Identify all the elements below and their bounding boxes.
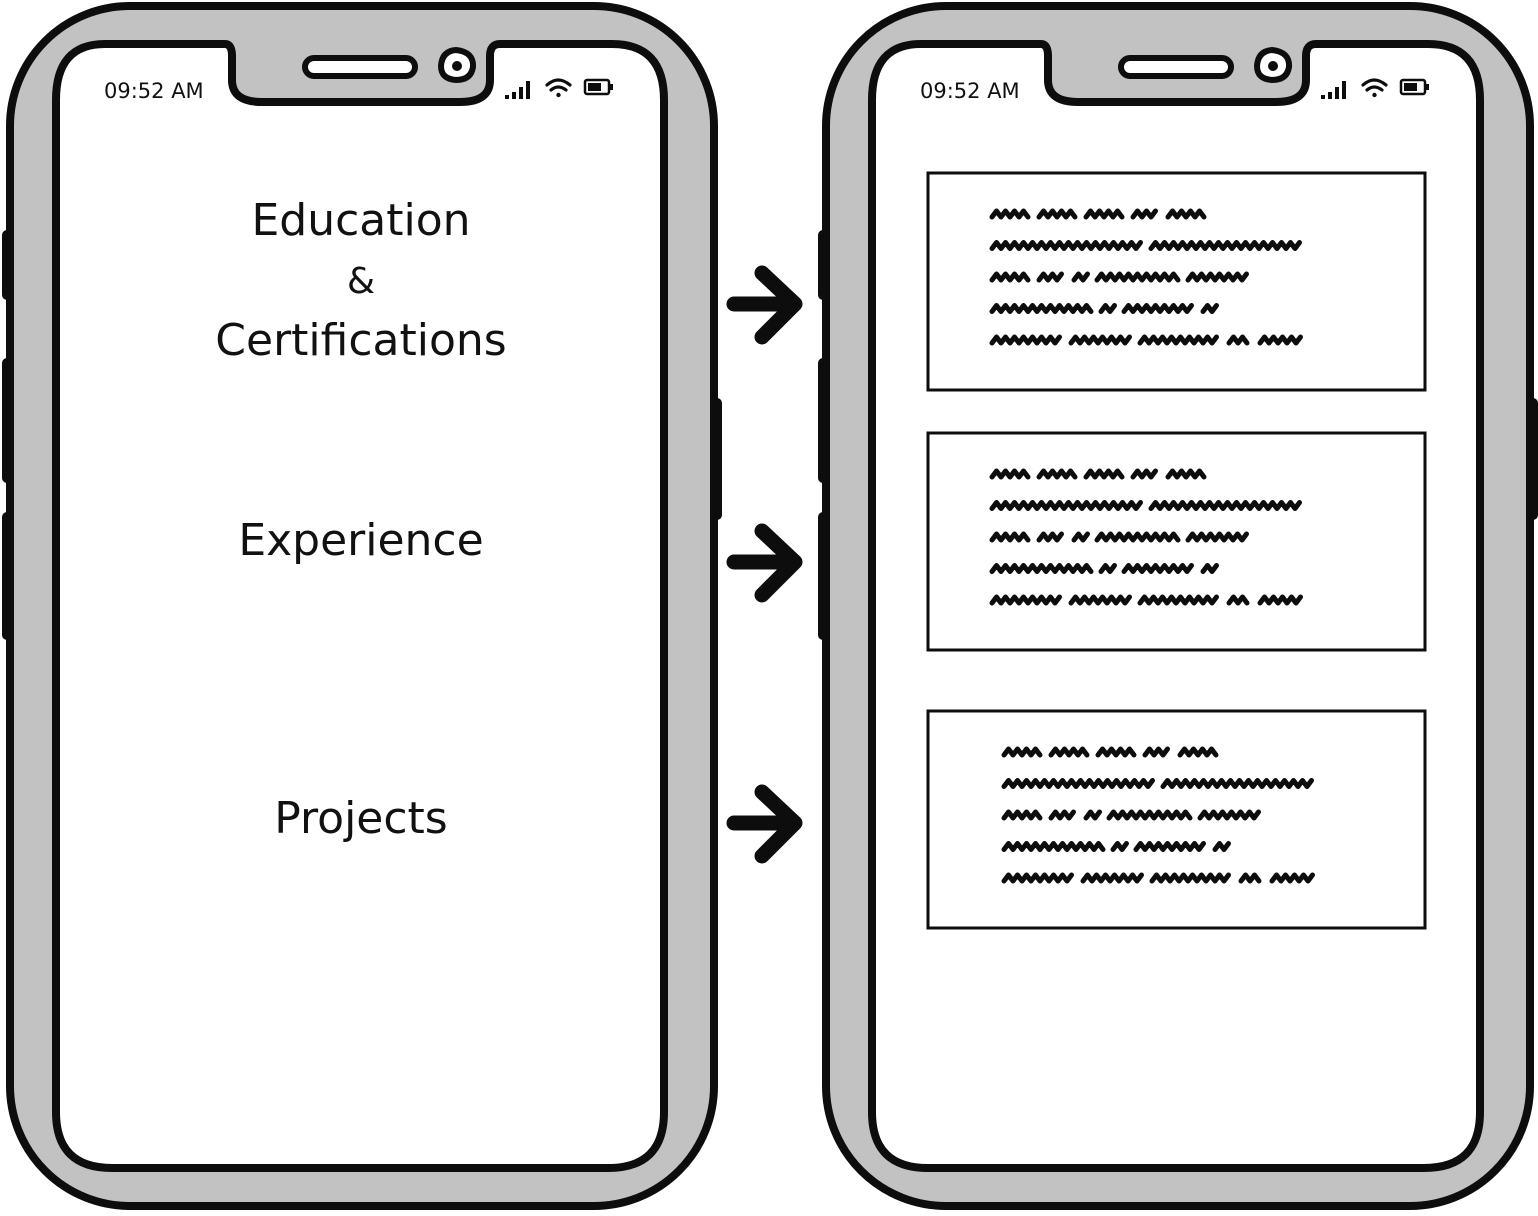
- scribble-word: [1177, 746, 1219, 758]
- scribble-word: [1048, 809, 1076, 821]
- scribble-word: [1197, 809, 1261, 821]
- scribble-word: [1110, 841, 1129, 852]
- scribble-word: [989, 594, 1062, 606]
- content-card-2[interactable]: [926, 431, 1427, 652]
- scribble-word: [1001, 841, 1106, 852]
- menu-label: Certifications: [215, 315, 506, 366]
- speaker-grille: [302, 55, 418, 79]
- scribble-word: [1036, 468, 1078, 480]
- signal-icon: [1321, 81, 1346, 99]
- scribble-word: [1083, 468, 1125, 480]
- flow-arrows: [726, 265, 803, 864]
- menu-item-education[interactable]: Education & Certifications: [215, 195, 506, 366]
- scribble-word: [1048, 746, 1090, 758]
- scribble-word: [1238, 872, 1262, 884]
- scribble-word: [1083, 809, 1102, 821]
- wifi-icon: [545, 78, 572, 98]
- scribble-word: [1068, 594, 1132, 606]
- card-box: [926, 709, 1427, 930]
- status-time: 09:52 AM: [104, 79, 204, 103]
- scribble-word: [1165, 468, 1207, 480]
- scribble-word: [1200, 303, 1219, 314]
- scribble-word: [989, 468, 1031, 480]
- scribble-word: [1080, 872, 1144, 884]
- placeholder-text: [989, 468, 1303, 606]
- scribble-word: [1137, 594, 1219, 606]
- scribble-word: [1121, 563, 1194, 574]
- scribble-word: [1095, 746, 1137, 758]
- wifi-icon: [1361, 78, 1388, 98]
- scribble-word: [1071, 271, 1090, 283]
- camera-lens: [1268, 61, 1278, 71]
- scribble-word: [1212, 841, 1231, 852]
- scribble-word: [1121, 303, 1194, 314]
- scribble-word: [1098, 563, 1117, 574]
- menu-item-experience[interactable]: Experience: [238, 515, 483, 566]
- content-card-1[interactable]: [926, 171, 1427, 392]
- scribble-word: [1098, 303, 1117, 314]
- phone-right: 09:52 AM: [818, 2, 1538, 1210]
- menu-label: Experience: [238, 515, 483, 566]
- arrow-right-icon: [726, 784, 803, 864]
- scribble-word: [1068, 334, 1132, 346]
- scribble-word: [1269, 872, 1315, 884]
- scribble-word: [1160, 778, 1314, 789]
- scribble-word: [989, 334, 1062, 346]
- scribble-word: [1036, 531, 1064, 543]
- scribble-word: [1094, 531, 1181, 543]
- speaker-grille: [1118, 55, 1234, 79]
- scribble-word: [1071, 531, 1090, 543]
- scribble-word: [1185, 271, 1249, 283]
- scribble-word: [989, 563, 1094, 574]
- status-time: 09:52 AM: [920, 79, 1020, 103]
- scribble-word: [1036, 208, 1078, 220]
- scribble-word: [989, 531, 1031, 543]
- phone-screen: [52, 40, 668, 1172]
- scribble-word: [989, 500, 1143, 511]
- phone-left: 09:52 AM Education & Certifications Expe…: [2, 2, 722, 1210]
- scribble-word: [1001, 872, 1074, 884]
- scribble-word: [1001, 746, 1043, 758]
- scribble-word: [1185, 531, 1249, 543]
- arrow-right-icon: [726, 523, 803, 603]
- scribble-word: [1106, 809, 1193, 821]
- scribble-word: [1200, 563, 1219, 574]
- scribble-word: [1137, 334, 1219, 346]
- scribble-word: [989, 208, 1031, 220]
- scribble-word: [1083, 208, 1125, 220]
- battery-icon: [583, 78, 613, 96]
- scribble-word: [1149, 872, 1231, 884]
- placeholder-text: [989, 208, 1303, 346]
- scribble-word: [1036, 271, 1064, 283]
- scribble-word: [1226, 594, 1250, 606]
- scribble-word: [1130, 468, 1158, 480]
- signal-icon: [505, 81, 530, 99]
- scribble-word: [1226, 334, 1250, 346]
- scribble-word: [1165, 208, 1207, 220]
- scribble-word: [989, 271, 1031, 283]
- menu-label: Education: [251, 195, 470, 246]
- scribble-word: [1148, 240, 1302, 251]
- scribble-word: [1133, 841, 1206, 852]
- scribble-word: [989, 303, 1094, 314]
- scribble-word: [1148, 500, 1302, 511]
- scribble-word: [1094, 271, 1181, 283]
- menu-item-projects[interactable]: Projects: [274, 793, 447, 844]
- scribble-word: [1257, 334, 1303, 346]
- scribble-word: [989, 240, 1143, 251]
- scribble-word: [1001, 778, 1155, 789]
- content-card-3[interactable]: [926, 709, 1427, 930]
- camera-lens: [452, 61, 462, 71]
- battery-icon: [1399, 78, 1429, 96]
- menu-label: &: [347, 261, 375, 302]
- arrow-right-icon: [726, 265, 803, 345]
- scribble-word: [1001, 809, 1043, 821]
- scribble-word: [1130, 208, 1158, 220]
- placeholder-text: [1001, 746, 1315, 884]
- scribble-word: [1142, 746, 1170, 758]
- menu-label: Projects: [274, 793, 447, 844]
- scribble-word: [1257, 594, 1303, 606]
